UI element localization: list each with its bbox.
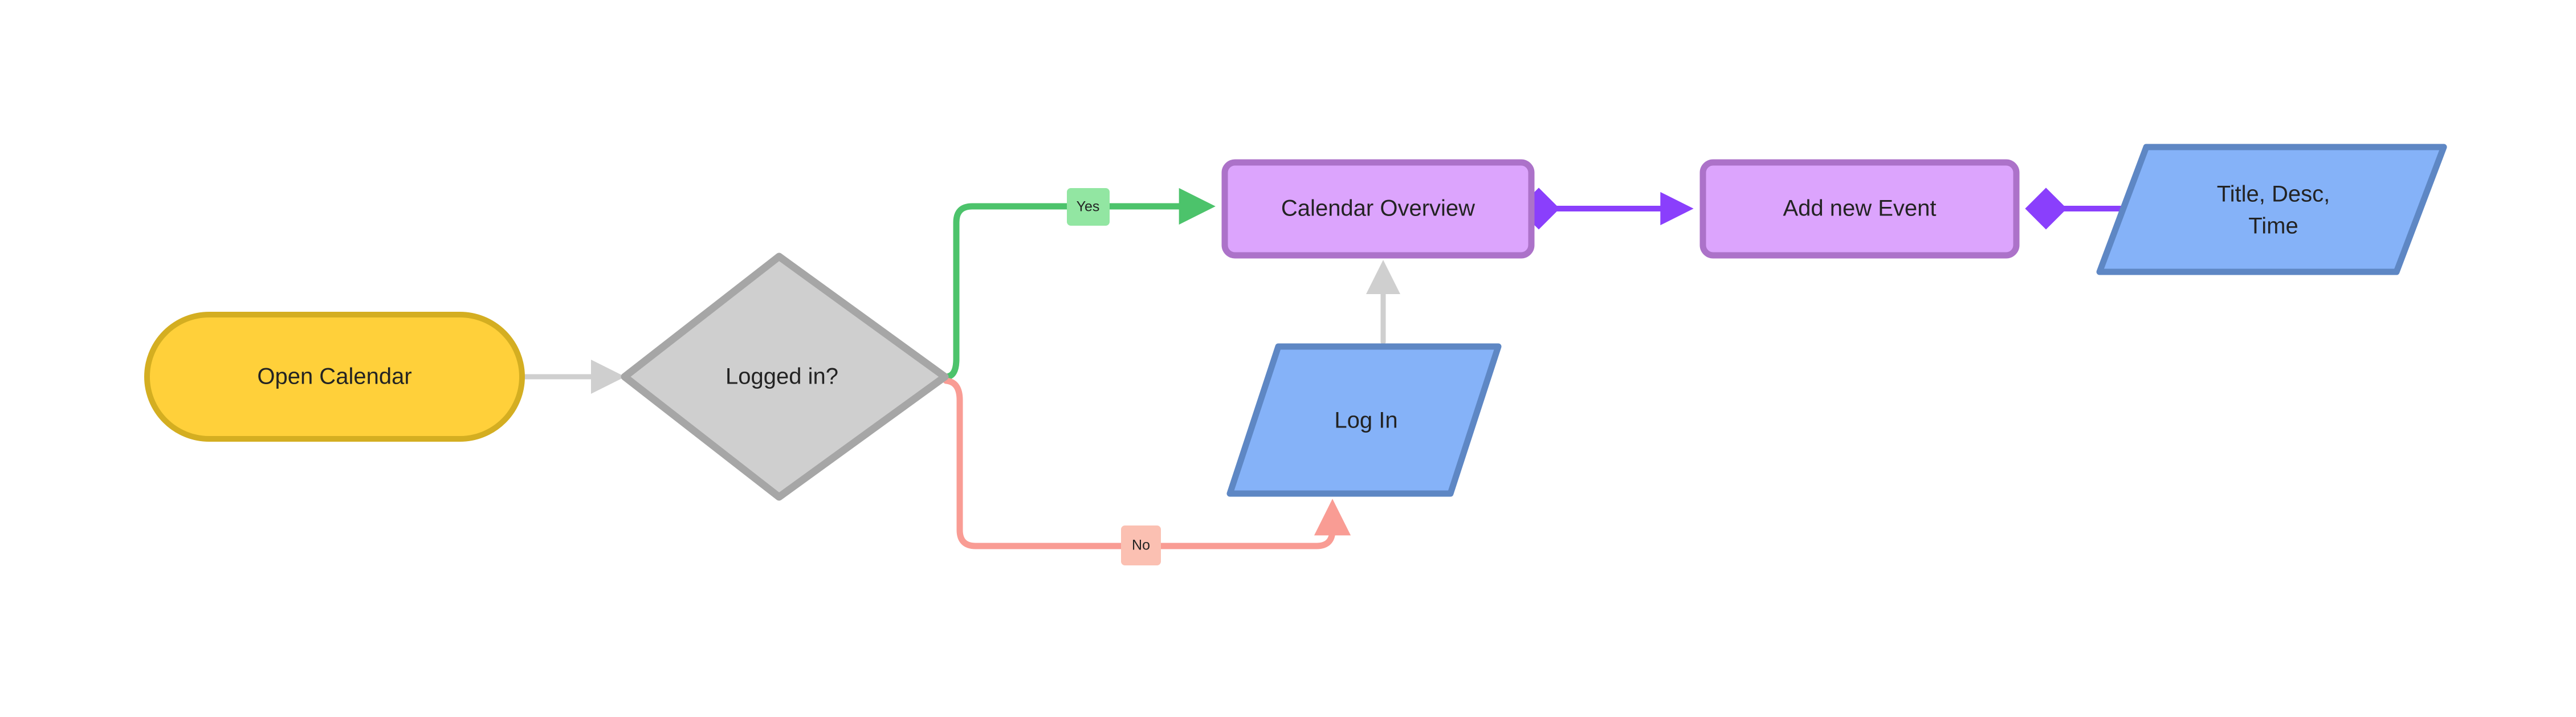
edge-logged-in-yes[interactable]: [943, 188, 1216, 380]
add-new-event-shape: [1699, 159, 2020, 259]
log-in-shape: [1226, 343, 1502, 497]
calendar-overview-shape: [1221, 159, 1535, 259]
no-label-text: No: [1132, 537, 1150, 553]
node-title-desc-time[interactable]: Title, Desc, Time: [2096, 144, 2447, 275]
logged-in-shape: [621, 252, 949, 501]
add-new-event-label: Add new Event: [1783, 196, 1936, 221]
edge-label-no: No: [1121, 525, 1161, 565]
open-calendar-label: Open Calendar: [257, 364, 411, 389]
node-add-new-event[interactable]: Add new Event: [1699, 159, 2020, 259]
edge-logged-in-no[interactable]: [943, 377, 1351, 549]
title-desc-time-shape: [2096, 144, 2447, 275]
open-calendar-shape: [144, 312, 525, 442]
log-in-label: Log In: [1334, 408, 1397, 433]
no-label-background: [1121, 525, 1161, 565]
node-calendar-overview[interactable]: Calendar Overview: [1221, 159, 1535, 259]
title-desc-time-label-line2: Time: [2248, 214, 2298, 239]
yes-label-text: Yes: [1077, 199, 1100, 215]
title-desc-time-label-line1: Title, Desc,: [2217, 182, 2330, 207]
edge-label-yes: Yes: [1067, 188, 1110, 226]
node-log-in[interactable]: Log In: [1226, 343, 1502, 497]
node-open-calendar[interactable]: Open Calendar: [144, 312, 525, 442]
node-logged-in[interactable]: Logged in?: [621, 252, 949, 501]
yes-label-background: [1067, 188, 1110, 226]
logged-in-label: Logged in?: [725, 364, 838, 389]
calendar-overview-label: Calendar Overview: [1281, 196, 1475, 221]
